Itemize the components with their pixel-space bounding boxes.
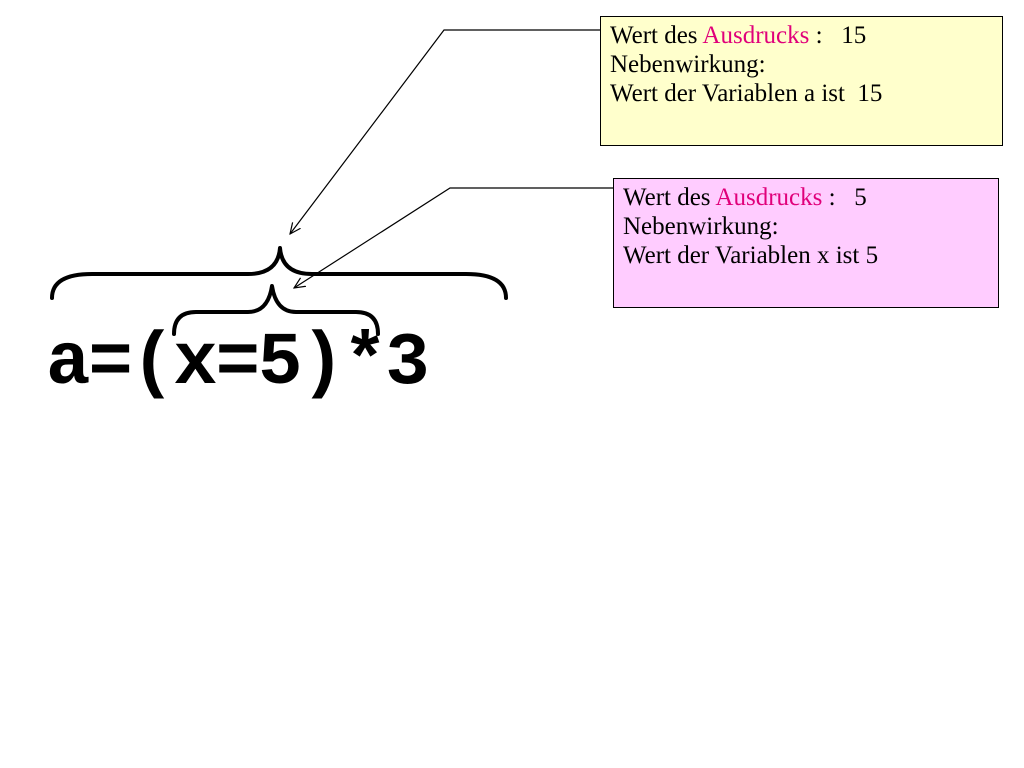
inner-brace — [172, 284, 380, 336]
inner-note-label-prefix: Wert des — [623, 184, 716, 211]
outer-note-label-suffix: : 15 — [809, 22, 867, 49]
expression-part-a: a= — [46, 322, 133, 406]
inner-note-label-suffix: : 5 — [822, 184, 867, 211]
outer-expression-note: Wert des Ausdrucks : 15 Nebenwirkung: We… — [600, 16, 1003, 146]
outer-note-label-prefix: Wert des — [610, 22, 703, 49]
expression-part-paren: (x=5) — [130, 322, 345, 406]
inner-note-line-1: Wert des Ausdrucks : 5 — [623, 183, 989, 212]
inner-note-line-2: Nebenwirkung: — [623, 213, 779, 240]
outer-note-line-3: Wert der Variablen a ist 15 — [610, 80, 883, 107]
inner-expression-note: Wert des Ausdrucks : 5 Nebenwirkung: Wer… — [613, 178, 999, 308]
outer-note-line-1: Wert des Ausdrucks : 15 — [610, 21, 993, 50]
outer-brace — [50, 246, 508, 300]
inner-note-arrow — [294, 187, 613, 288]
inner-note-label-accent: Ausdrucks — [715, 184, 823, 211]
outer-note-arrow — [290, 29, 600, 234]
expression-part-rest: *3 — [342, 322, 430, 406]
inner-note-line-3: Wert der Variablen x ist 5 — [623, 242, 879, 269]
outer-note-label-accent: Ausdrucks — [702, 22, 810, 49]
outer-note-line-2: Nebenwirkung: — [610, 51, 766, 78]
assignment-expression: a=(x=5)*3 — [46, 322, 430, 406]
